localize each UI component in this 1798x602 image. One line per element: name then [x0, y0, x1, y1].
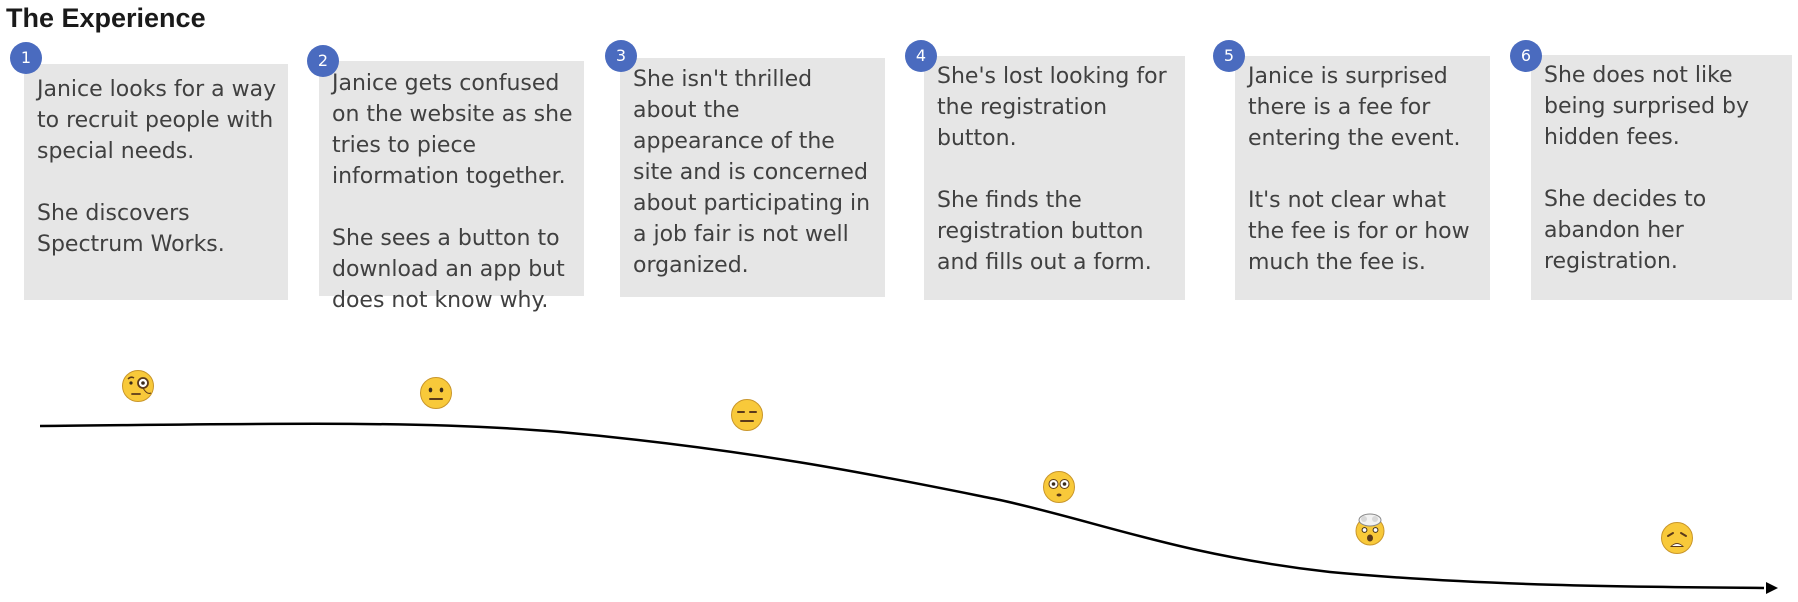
flushed-face-icon: [1043, 471, 1075, 503]
page-title: The Experience: [6, 3, 206, 33]
step-text: Janice gets confused on the website as s…: [332, 71, 573, 189]
step-card-2: Janice gets confused on the website as s…: [319, 61, 584, 313]
neutral-face-icon: [420, 377, 452, 409]
step-number-badge-5: 5: [1213, 40, 1245, 72]
step-text: She does not like being surprised by hid…: [1544, 63, 1750, 150]
step-card-3: She isn't thrilled about the appearance …: [620, 58, 885, 297]
step-text: It's not clear what the fee is for or ho…: [1248, 188, 1470, 275]
exploding-head-icon: [1355, 513, 1385, 546]
step-card-6: She does not like being surprised by hid…: [1531, 55, 1792, 300]
step-text: She decides to abandon her registration.: [1544, 187, 1707, 274]
step-text: She isn't thrilled about the appearance …: [633, 67, 871, 278]
step-number-badge-2: 2: [307, 45, 339, 77]
step-card-1: Janice looks for a way to recruit people…: [24, 64, 288, 300]
step-number-badge-1: 1: [10, 42, 42, 74]
step-number-badge-4: 4: [905, 40, 937, 72]
step-text: She's lost looking for the registration …: [937, 64, 1167, 151]
weary-face-icon: [1661, 522, 1693, 554]
journey-curve: [39, 422, 1765, 590]
face-with-monocle-icon: [122, 370, 154, 402]
expressionless-face-icon: [731, 399, 763, 431]
step-text: She discovers Spectrum Works.: [37, 201, 225, 257]
step-number-badge-6: 6: [1510, 40, 1542, 72]
step-number-badge-3: 3: [605, 40, 637, 72]
step-card-4: She's lost looking for the registration …: [924, 56, 1185, 300]
step-text: Janice looks for a way to recruit people…: [37, 77, 277, 164]
step-text: Janice is surprised there is a fee for e…: [1248, 64, 1461, 151]
arrow-head-icon: [1766, 582, 1778, 594]
step-text: She sees a button to download an app but…: [332, 226, 565, 313]
step-text: She finds the registration button and fi…: [937, 188, 1152, 275]
step-card-5: Janice is surprised there is a fee for e…: [1235, 56, 1490, 300]
